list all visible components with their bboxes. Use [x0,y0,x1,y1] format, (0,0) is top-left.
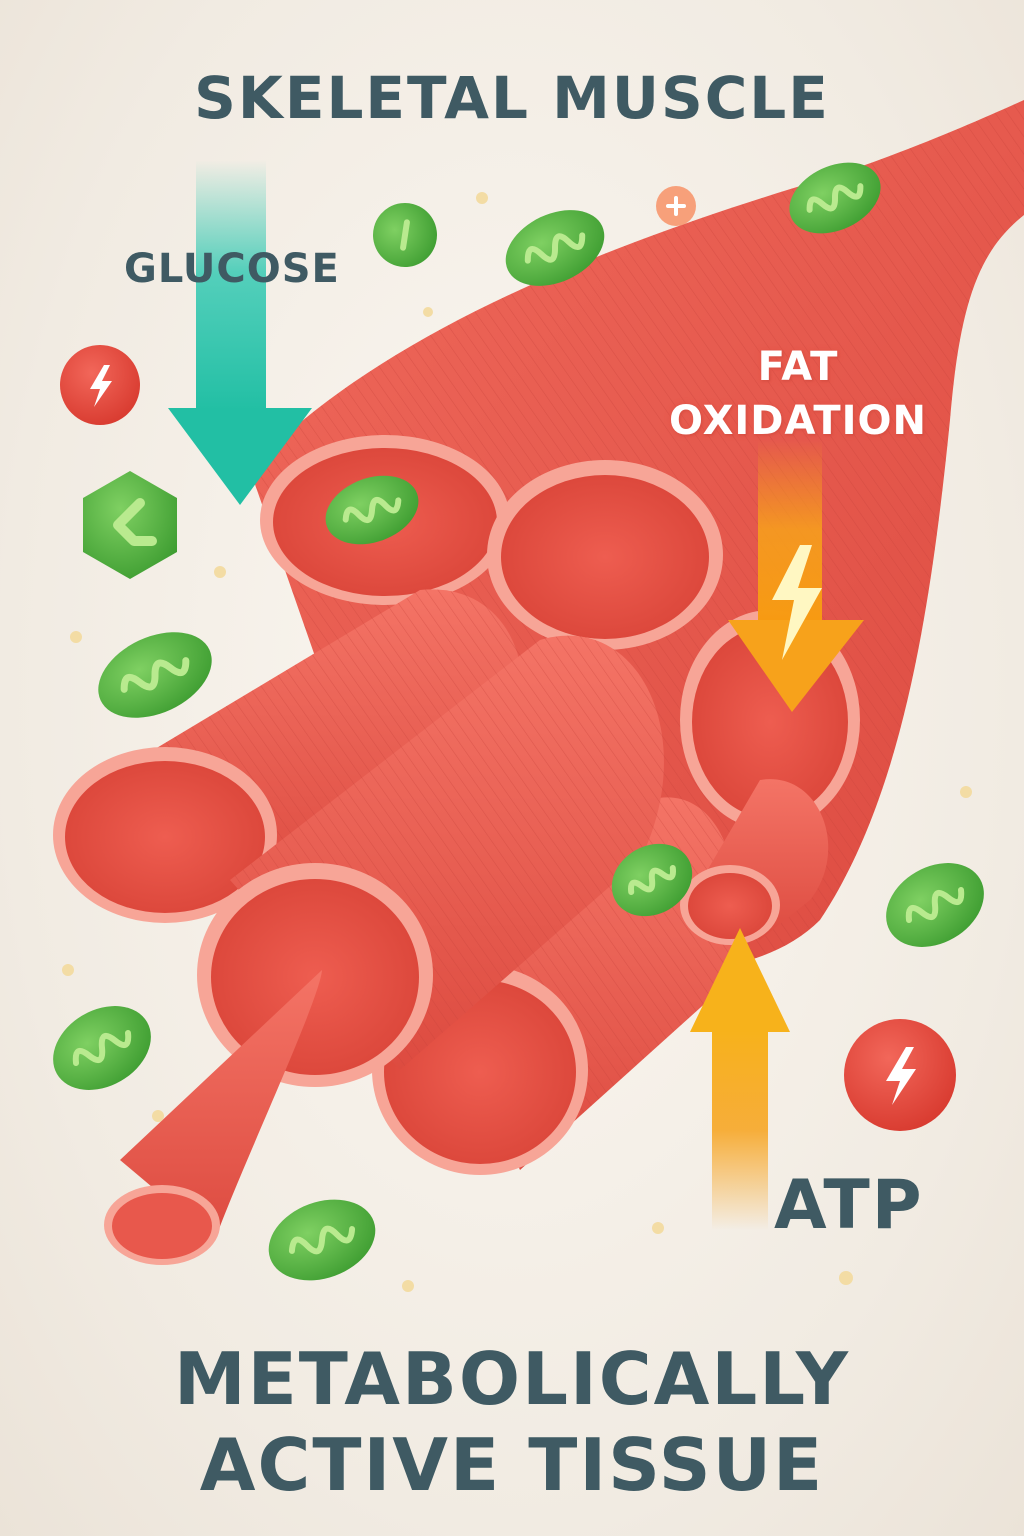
glucose-label: GLUCOSE [124,246,340,292]
energy-bolt-icon [844,1019,956,1131]
mitochondrion-icon [789,162,881,234]
mitochondrion-icon [53,1006,151,1090]
mitochondrion-icon [611,843,693,917]
muscle-fiber-small [680,779,829,945]
plus-icon [656,186,696,226]
fat-oxidation-label-line1: FAT [757,344,839,390]
energy-bolt-icon [772,545,822,660]
glucose-hexagon-icon [83,471,177,579]
mitochondrion-icon [886,863,984,947]
page-subtitle: METABOLICALLY ACTIVE TISSUE [0,1336,1024,1508]
mitochondrion-icon [98,632,212,718]
mitochondrion-icon [268,1199,376,1281]
glucose-arrow [168,160,312,505]
fat-oxidation-arrow [728,440,864,712]
muscle-fiber-thin [104,970,322,1265]
mitochondrion-icon [373,203,437,267]
upper-fascicle-middle [487,460,723,650]
atp-arrow [690,928,790,1230]
subtitle-line-1: METABOLICALLY [173,1337,851,1421]
mitochondrion-icon [325,475,419,545]
energy-bolt-icon [60,345,140,425]
floating-particles [62,192,972,1292]
fat-oxidation-label-line2: OXIDATION [668,398,927,444]
page-title: SKELETAL MUSCLE [194,64,830,132]
mitochondrion-icon [505,210,605,286]
fat-oxidation-label: FAT OXIDATION [668,340,928,448]
subtitle-line-2: ACTIVE TISSUE [199,1423,825,1507]
atp-label: ATP [774,1166,924,1245]
